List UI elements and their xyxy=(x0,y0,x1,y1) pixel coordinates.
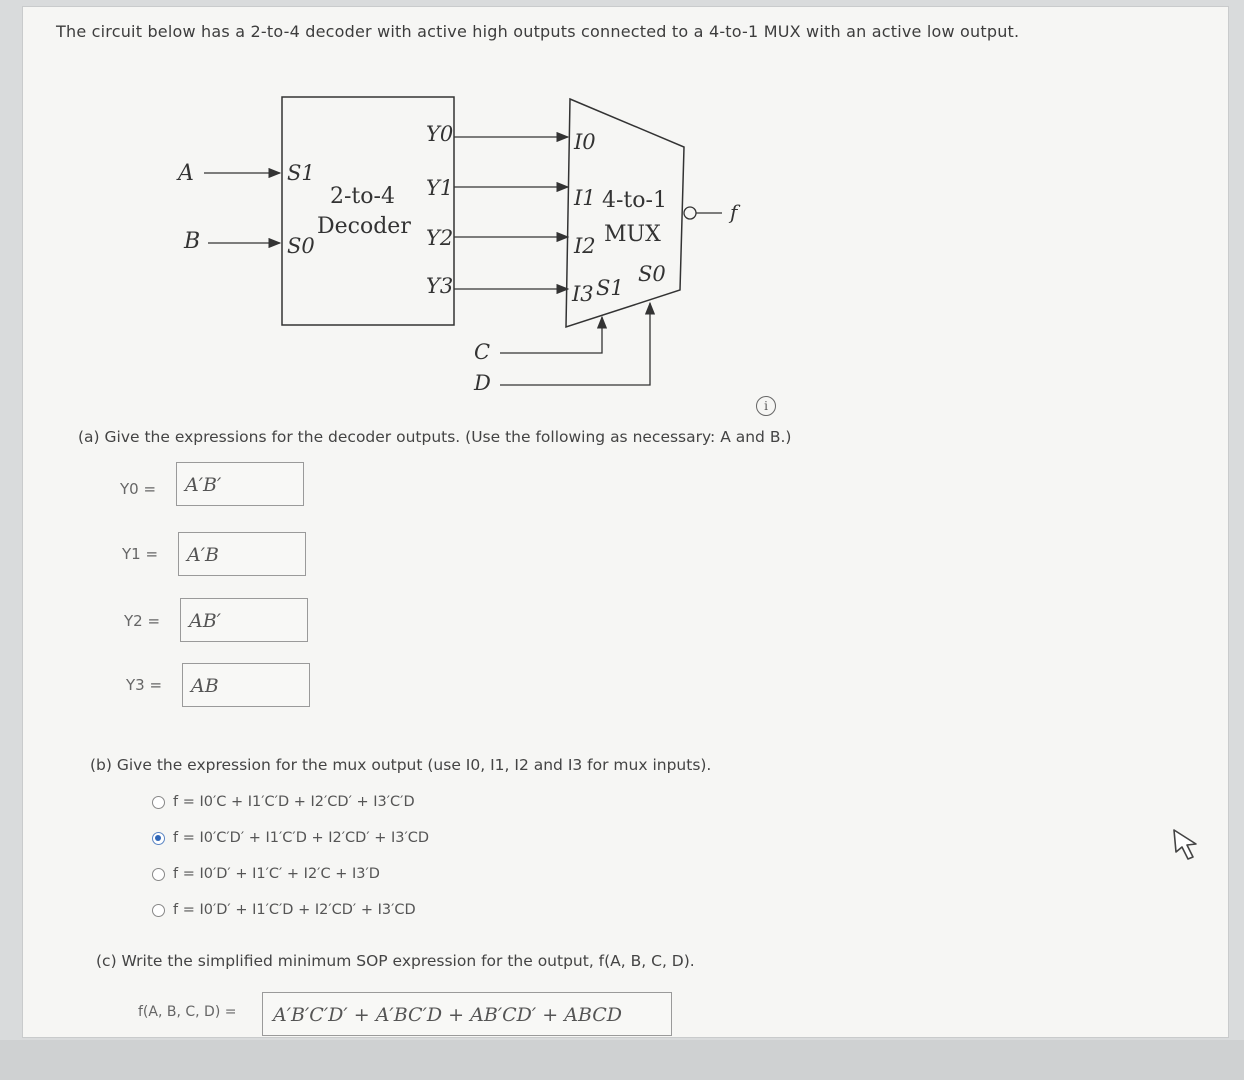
sop-label: f(A, B, C, D) = xyxy=(138,1004,237,1020)
radio-button-selected[interactable] xyxy=(152,831,165,845)
radio-button[interactable] xyxy=(152,795,165,809)
mux-option-2[interactable]: f = I0′C′D′ + I1′C′D + I2′CD′ + I3′CD xyxy=(152,830,429,846)
input-a-label: A xyxy=(176,161,194,186)
y3-label: Y3 = xyxy=(126,676,163,694)
mux-option-2-text: f = I0′C′D′ + I1′C′D + I2′CD′ + I3′CD xyxy=(173,830,430,846)
mux-option-3-text: f = I0′D′ + I1′C′ + I2′C + I3′D xyxy=(173,866,380,882)
mouse-cursor-icon xyxy=(1173,829,1197,860)
mux-option-1-text: f = I0′C + I1′C′D + I2′CD′ + I3′C′D xyxy=(173,794,415,810)
input-d-label: D xyxy=(473,371,491,395)
mux-box xyxy=(565,97,685,329)
circuit-diagram: A B S1 S0 2-to-4 Decoder Y0 Y1 Y2 Y3 I0 … xyxy=(176,96,741,395)
radio-button[interactable] xyxy=(152,867,165,881)
info-icon[interactable]: i xyxy=(756,396,776,416)
output-inversion-bubble xyxy=(683,206,697,220)
part-a-prompt: (a) Give the expressions for the decoder… xyxy=(78,428,792,446)
decoder-y0-label: Y0 xyxy=(426,122,453,146)
question-panel xyxy=(22,6,1229,1038)
decoder-s0-label: S0 xyxy=(287,234,315,258)
mux-i0-label: I0 xyxy=(573,130,596,154)
radio-button[interactable] xyxy=(152,903,165,917)
mux-title-line2: MUX xyxy=(604,222,661,247)
mux-s1-label: S1 xyxy=(596,276,624,300)
mux-i2-label: I2 xyxy=(573,234,596,258)
y0-answer-field[interactable]: A′B′ xyxy=(176,462,304,506)
wire-c xyxy=(500,315,608,354)
output-f-label: f xyxy=(728,200,741,224)
y1-answer-field[interactable]: A′B xyxy=(178,532,306,576)
y2-label: Y2 = xyxy=(124,612,161,630)
y2-answer-field[interactable]: AB′ xyxy=(180,598,308,642)
mux-title-line1: 4-to-1 xyxy=(602,188,667,213)
y0-label: Y0 = xyxy=(120,480,157,498)
decoder-s1-label: S1 xyxy=(287,161,315,185)
mux-option-1[interactable]: f = I0′C + I1′C′D + I2′CD′ + I3′C′D xyxy=(152,794,415,810)
wire-d xyxy=(500,301,656,386)
decoder-y3-label: Y3 xyxy=(426,274,453,298)
input-c-label: C xyxy=(474,340,490,364)
mux-option-4-text: f = I0′D′ + I1′C′D + I2′CD′ + I3′CD xyxy=(173,902,416,918)
mux-option-4[interactable]: f = I0′D′ + I1′C′D + I2′CD′ + I3′CD xyxy=(152,902,416,918)
y1-label: Y1 = xyxy=(122,545,159,563)
part-c-prompt: (c) Write the simplified minimum SOP exp… xyxy=(96,952,695,970)
decoder-box xyxy=(281,96,455,326)
problem-statement: The circuit below has a 2-to-4 decoder w… xyxy=(56,22,1020,41)
decoder-title-line1: 2-to-4 xyxy=(330,184,395,209)
bottom-strip xyxy=(0,1040,1244,1080)
mux-i3-label: I3 xyxy=(571,282,594,306)
y3-answer-field[interactable]: AB xyxy=(182,663,310,707)
mux-option-3[interactable]: f = I0′D′ + I1′C′ + I2′C + I3′D xyxy=(152,866,380,882)
mux-s0-label: S0 xyxy=(638,262,666,286)
sop-answer-field[interactable]: A′B′C′D′ + A′BC′D + AB′CD′ + ABCD xyxy=(262,992,672,1036)
mux-i1-label: I1 xyxy=(573,186,596,210)
input-b-label: B xyxy=(183,229,200,254)
part-b-prompt: (b) Give the expression for the mux outp… xyxy=(90,756,712,774)
decoder-title-line2: Decoder xyxy=(317,214,411,239)
decoder-y2-label: Y2 xyxy=(426,226,453,250)
decoder-y1-label: Y1 xyxy=(426,176,453,200)
